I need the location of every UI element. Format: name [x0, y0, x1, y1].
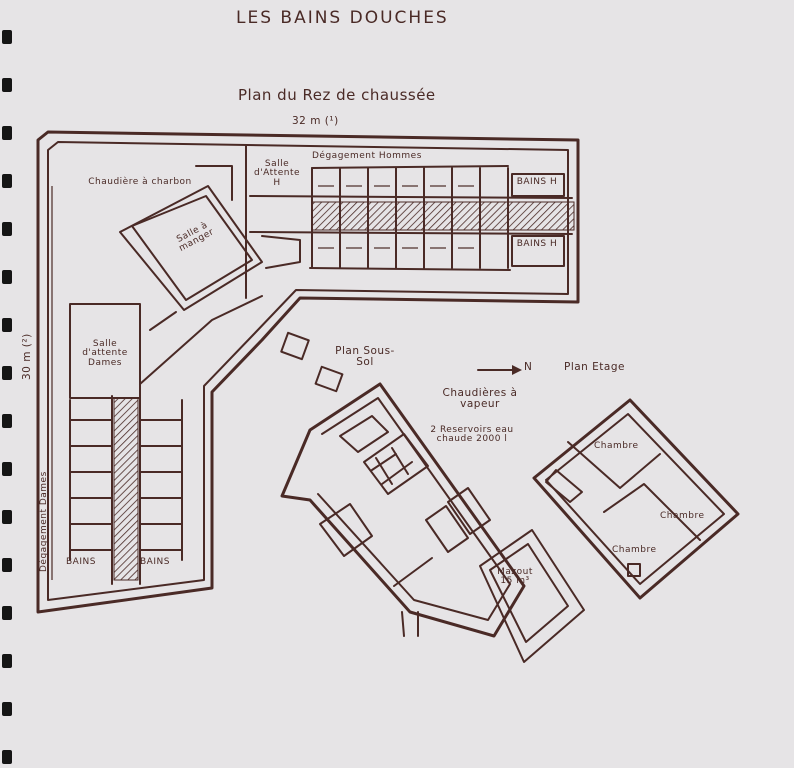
- room-label-men-corridor: Dégagement Hommes: [312, 151, 422, 161]
- link-wall: [149, 311, 177, 331]
- basement-heading: Plan Sous-Sol: [335, 345, 395, 369]
- fuel-oil-room: [479, 529, 585, 663]
- room-label-baths-d-left: BAINS: [66, 557, 96, 567]
- fuel-oil-tank: [489, 543, 569, 643]
- dining-room-inner: [131, 195, 253, 301]
- room-label-ladies-waiting: Salle d'attente Dames: [82, 339, 128, 368]
- upper-room-wall: [567, 441, 661, 489]
- binding-hole: [2, 750, 12, 764]
- binding-hole: [2, 222, 12, 236]
- room-label-chambre: Chambre: [612, 545, 657, 555]
- binding-hole: [2, 270, 12, 284]
- basement-label-fuel-oil: Mazout 15 m³: [497, 567, 533, 587]
- binding-hole: [2, 318, 12, 332]
- binding-hole: [2, 702, 12, 716]
- men-corridor-wall: [249, 195, 573, 199]
- room-label-baths-h-top: BAINS H: [516, 177, 558, 187]
- men-cabins: [309, 165, 511, 271]
- binding-hole: [2, 510, 12, 524]
- binding-hole: [2, 78, 12, 92]
- page-title: LES BAINS DOUCHES: [236, 8, 449, 28]
- binding-hole: [2, 654, 12, 668]
- width-dimension-label: 32 m (¹): [292, 115, 339, 127]
- ladies-waiting-room: [69, 303, 141, 399]
- binding-hole: [2, 174, 12, 188]
- ladies-cabins: [69, 399, 183, 561]
- room-label-chambre: Chambre: [594, 441, 639, 451]
- men-corridor-hatch: [311, 201, 575, 231]
- height-dimension-label: 30 m (²): [21, 333, 33, 380]
- binding-hole: [2, 606, 12, 620]
- north-label: N: [524, 361, 533, 373]
- baths-h-top-block: [511, 173, 565, 197]
- upper-floor-plan: [532, 398, 740, 600]
- binding-hole: [2, 558, 12, 572]
- outer-wall: [36, 130, 580, 614]
- upper-fixture: [627, 563, 641, 577]
- upper-room-wall: [603, 483, 701, 541]
- basement-wall: [393, 557, 433, 587]
- upper-inner-wall: [545, 413, 725, 585]
- dining-room-wall: [119, 185, 263, 311]
- tank-left: [425, 505, 469, 553]
- basement-stair: [319, 503, 373, 557]
- baths-h-bottom-block: [511, 235, 565, 267]
- steam-boiler-grid: [371, 447, 413, 485]
- ground-floor-plan: [36, 130, 580, 614]
- binding-hole: [2, 414, 12, 428]
- ladies-corridor-hatch: [113, 397, 139, 581]
- basement-plan: [280, 382, 585, 663]
- north-arrow: [477, 365, 522, 375]
- column-block: [280, 331, 310, 361]
- binding-hole: [2, 126, 12, 140]
- ground-floor-heading: Plan du Rez de chaussée: [238, 86, 436, 104]
- column-block: [314, 365, 344, 393]
- boiler-room-block: [339, 415, 389, 453]
- binding-hole: [2, 366, 12, 380]
- basement-outer-wall: [280, 382, 526, 638]
- upper-floor-heading: Plan Etage: [564, 361, 625, 373]
- upper-stair: [545, 469, 583, 503]
- upper-outer-wall: [532, 398, 740, 600]
- basement-label-tanks: 2 Reservoirs eau chaude 2000 l: [430, 425, 514, 445]
- link-wall: [139, 295, 263, 385]
- room-label-coal-boiler: Chaudière à charbon: [88, 177, 192, 187]
- binding-hole: [2, 462, 12, 476]
- basement-label-steam-boilers: Chaudières à vapeur: [442, 387, 518, 411]
- room-label-ladies-corridor: Dégagement Dames: [39, 471, 49, 572]
- basement-entry: [401, 611, 419, 637]
- tank-right: [447, 487, 491, 535]
- room-label-men-waiting: Salle d'Attente H: [253, 159, 301, 188]
- binding-hole: [2, 30, 12, 44]
- binding-holes: [0, 0, 14, 768]
- stair-block: [261, 235, 301, 269]
- room-label-baths-d-right: BAINS: [140, 557, 170, 567]
- coal-room-wall: [195, 165, 233, 201]
- room-label-chambre: Chambre: [660, 511, 705, 521]
- room-label-baths-h-bottom: BAINS H: [516, 239, 558, 249]
- steam-boiler-frame: [363, 433, 429, 495]
- men-corridor-wall: [249, 231, 573, 235]
